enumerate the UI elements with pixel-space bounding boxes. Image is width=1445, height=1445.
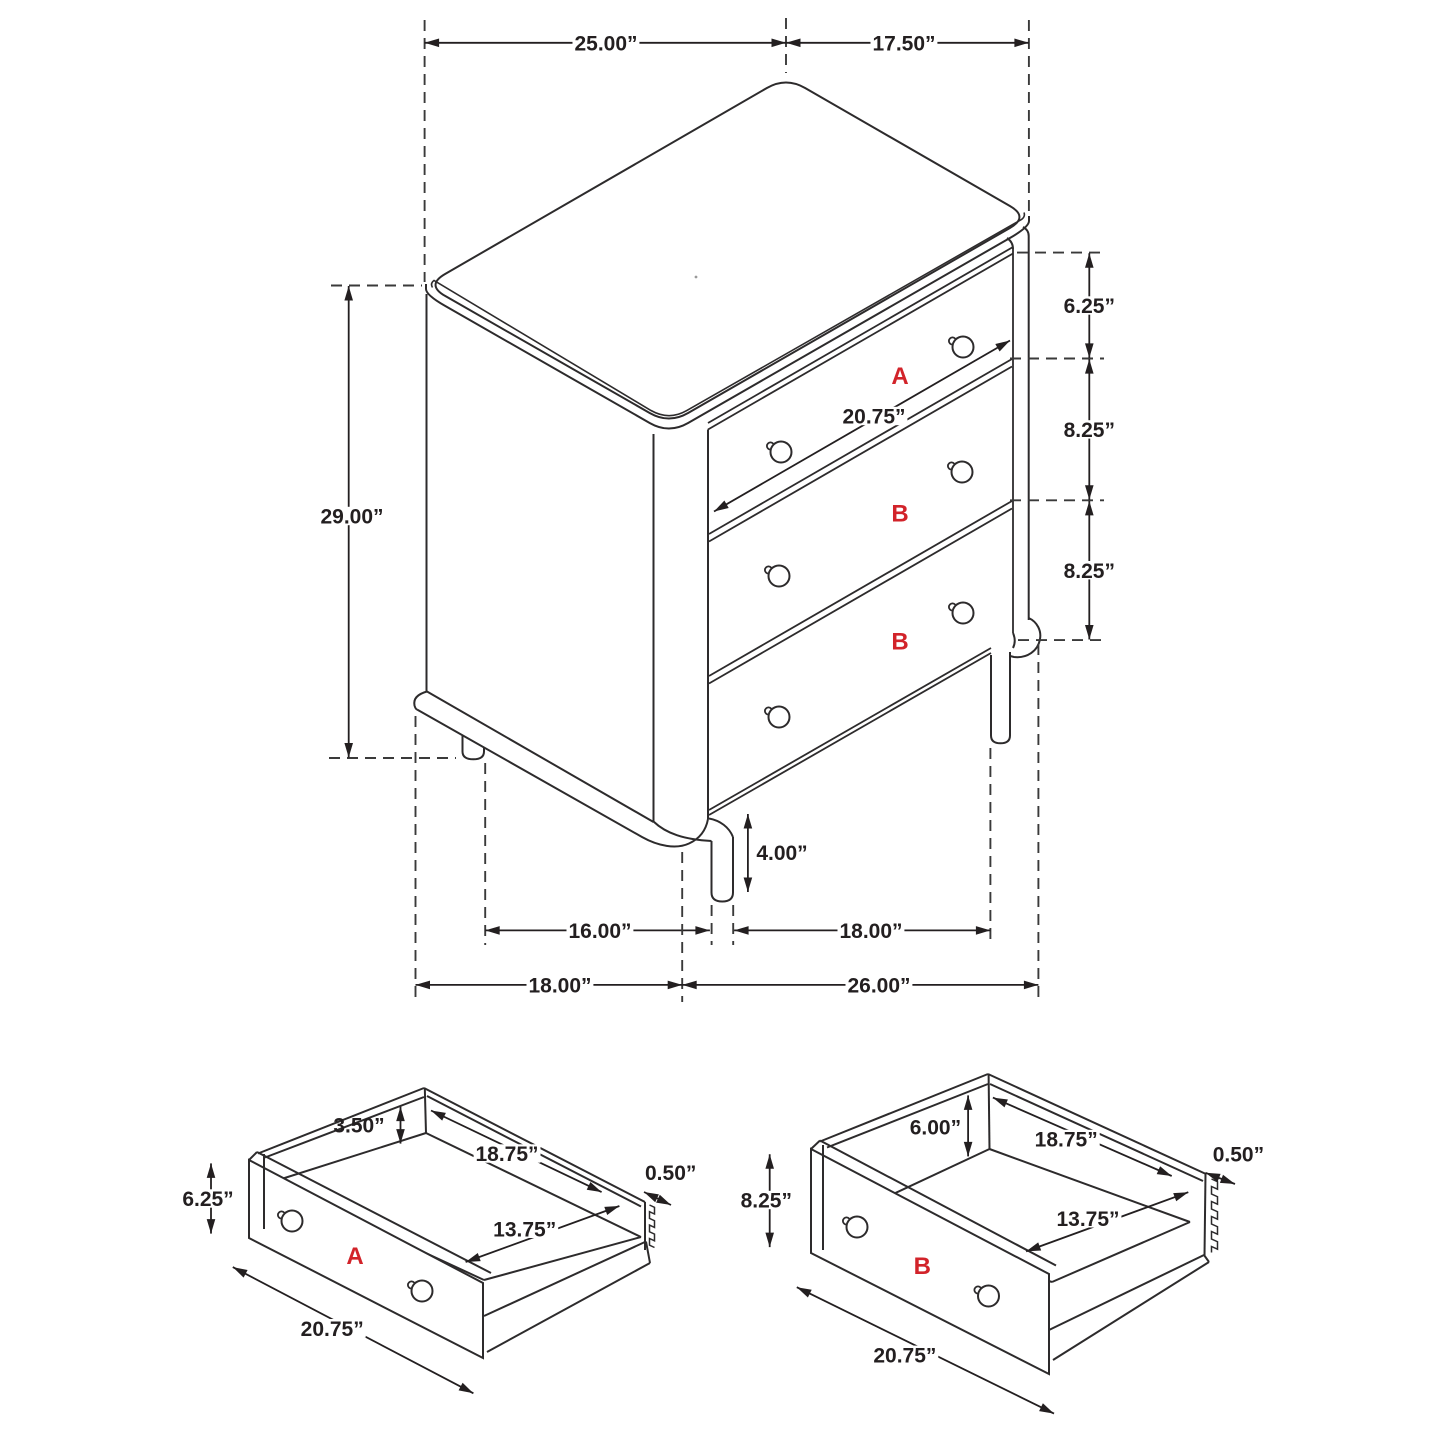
svg-text:B: B: [914, 1253, 931, 1280]
svg-text:0.50”: 0.50”: [645, 1162, 696, 1185]
svg-text:8.25”: 8.25”: [741, 1190, 792, 1213]
svg-text:0.50”: 0.50”: [1213, 1144, 1264, 1167]
svg-text:B: B: [891, 501, 908, 528]
svg-text:A: A: [891, 363, 908, 390]
svg-text:8.25”: 8.25”: [1064, 560, 1115, 583]
svg-text:20.75”: 20.75”: [301, 1318, 364, 1341]
svg-text:6.25”: 6.25”: [182, 1188, 233, 1211]
svg-text:8.25”: 8.25”: [1064, 419, 1115, 442]
svg-text:13.75”: 13.75”: [1056, 1208, 1119, 1231]
svg-text:18.75”: 18.75”: [475, 1143, 538, 1166]
svg-text:26.00”: 26.00”: [847, 975, 910, 998]
svg-text:A: A: [346, 1243, 363, 1270]
svg-text:20.75”: 20.75”: [873, 1344, 936, 1367]
svg-text:29.00”: 29.00”: [320, 506, 383, 529]
svg-text:3.50”: 3.50”: [333, 1115, 384, 1138]
svg-text:16.00”: 16.00”: [568, 920, 631, 943]
svg-text:20.75”: 20.75”: [842, 406, 905, 429]
svg-text:6.25”: 6.25”: [1064, 295, 1115, 318]
svg-text:25.00”: 25.00”: [574, 32, 637, 55]
svg-text:6.00”: 6.00”: [910, 1116, 961, 1139]
svg-text:17.50”: 17.50”: [872, 32, 935, 55]
svg-text:4.00”: 4.00”: [756, 842, 807, 865]
svg-text:B: B: [891, 629, 908, 656]
svg-text:18.75”: 18.75”: [1035, 1129, 1098, 1152]
svg-text:18.00”: 18.00”: [528, 975, 591, 998]
svg-text:13.75”: 13.75”: [493, 1218, 556, 1241]
svg-text:18.00”: 18.00”: [839, 920, 902, 943]
